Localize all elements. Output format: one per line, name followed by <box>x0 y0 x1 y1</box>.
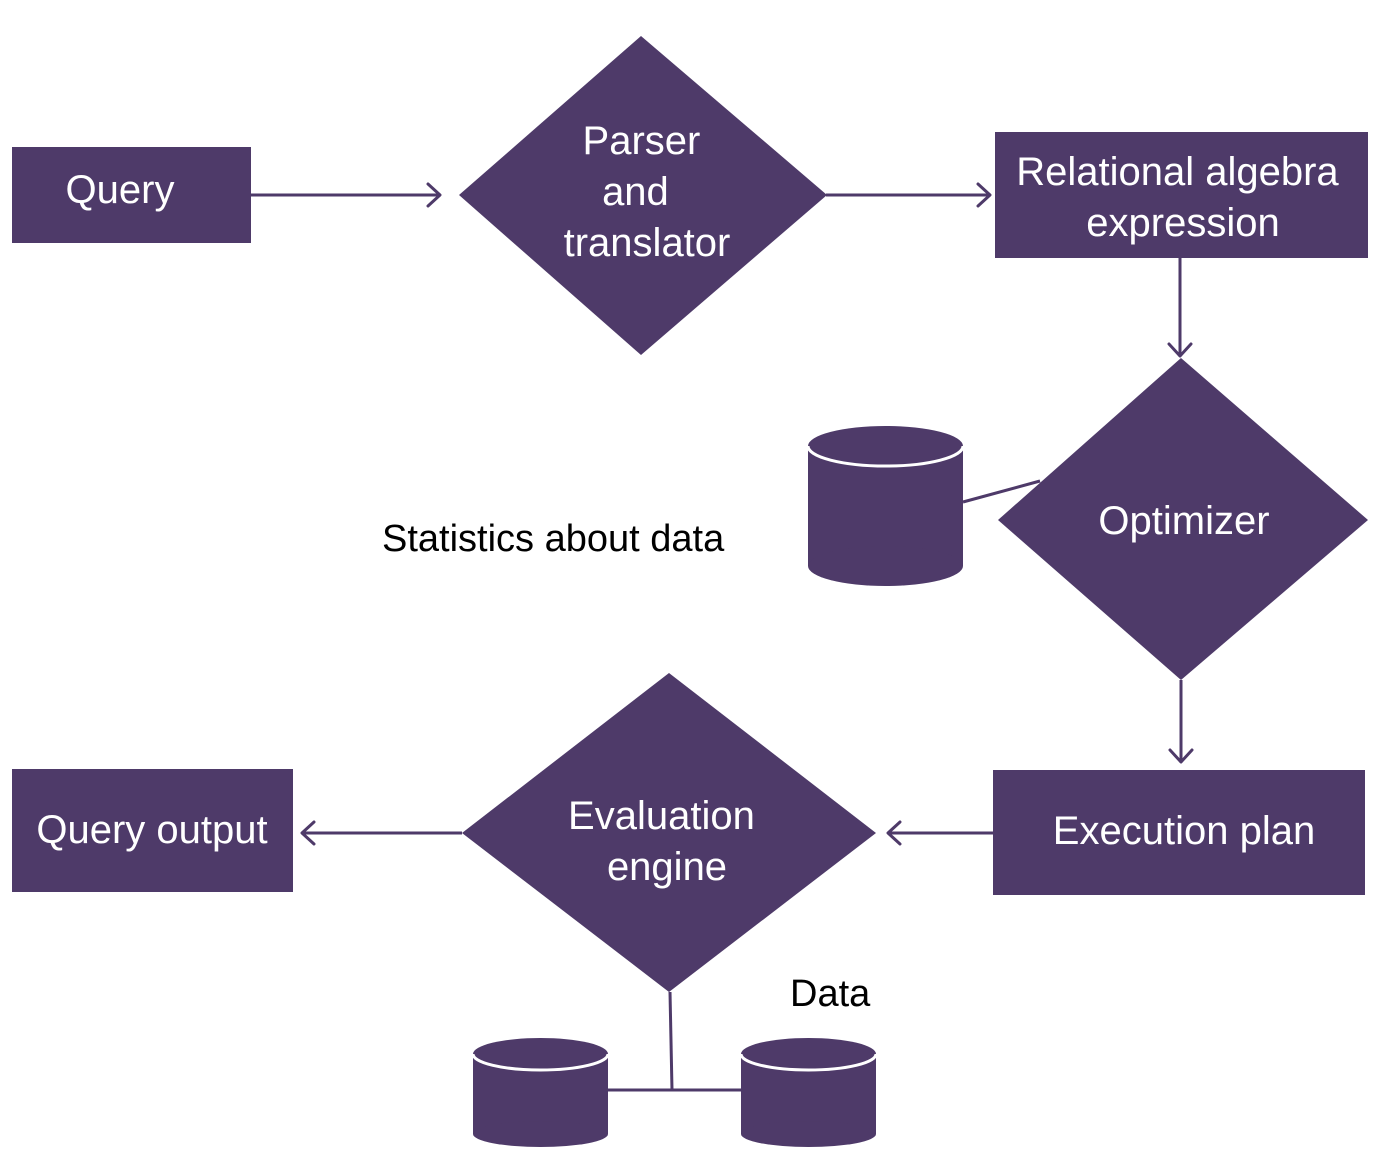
connector-statistics-to-optimizer <box>962 479 1041 504</box>
relational-algebra-label: Relational algebra expression <box>1016 150 1350 245</box>
query-node-label: Query <box>66 168 175 212</box>
connectors <box>251 182 1194 1092</box>
execution-plan-label: Execution plan <box>1053 809 1315 853</box>
query-node: Query <box>12 147 251 243</box>
query-output-node: Query output <box>12 769 293 892</box>
optimizer-label: Optimizer <box>1098 499 1269 543</box>
arrowhead-evaluation <box>886 820 902 846</box>
evaluation-engine-node: Evaluation engine <box>462 673 876 992</box>
data-database-icon-left <box>471 1038 610 1147</box>
arrowhead-relational <box>976 182 992 208</box>
evaluation-engine-label: Evaluation engine <box>568 794 766 889</box>
data-database-icon-right <box>739 1038 878 1147</box>
parser-translator-label: Parser and translator <box>564 119 731 265</box>
execution-plan-node: Execution plan <box>993 770 1365 895</box>
arrowhead-output <box>300 820 316 846</box>
optimizer-node: Optimizer <box>998 358 1368 680</box>
arrowhead-optimizer <box>1167 342 1193 358</box>
relational-algebra-node: Relational algebra expression <box>995 132 1368 258</box>
data-label: Data <box>790 973 871 1015</box>
statistics-database-icon <box>806 426 965 586</box>
parser-translator-node: Parser and translator <box>459 36 827 355</box>
connector-evaluation-to-data <box>668 991 674 1091</box>
query-output-label: Query output <box>36 808 267 852</box>
arrowhead-execution <box>1168 748 1194 764</box>
arrowhead-parser <box>426 182 442 208</box>
statistics-about-data-label: Statistics about data <box>382 518 725 560</box>
